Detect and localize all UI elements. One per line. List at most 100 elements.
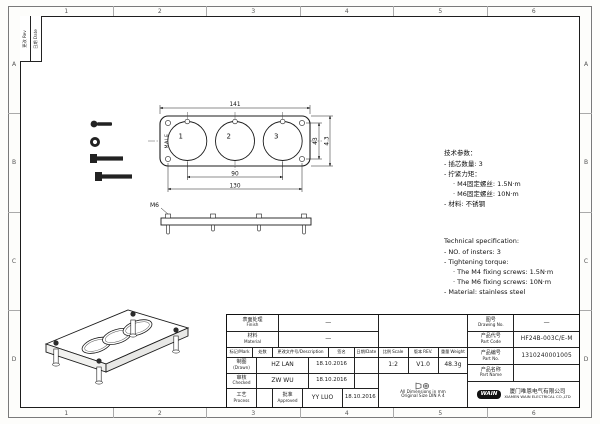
grid-col-label: 4	[301, 408, 394, 418]
projection-symbol-icon	[415, 382, 429, 390]
svg-text:4.3: 4.3	[325, 136, 331, 146]
grid-col-label: 5	[394, 408, 488, 418]
rev-label-cn: 版本	[413, 349, 423, 355]
process-label-en: Process	[233, 397, 250, 403]
front-view: 1 2 3 MALE 141 90	[148, 102, 333, 192]
grid-col-label: 6	[531, 409, 536, 417]
material-label-cn: 材料	[247, 333, 258, 340]
grid-ref-left: A B C D	[8, 16, 20, 408]
grid-row-label: B	[580, 114, 592, 213]
title-block: 表面处理 Finish — 材料 Material — 标记/Mark 处数 更…	[226, 314, 580, 408]
grid-row-label: A	[8, 16, 20, 115]
grid-col-label: 6	[531, 7, 536, 15]
standoff-post	[172, 327, 180, 354]
rev-label-en: REV.	[423, 349, 433, 355]
side-studs	[166, 224, 306, 235]
washer-icon	[90, 137, 100, 147]
tech-spec-en-line: · The M4 fixing screws: 1.5N·m	[453, 268, 554, 277]
iso-insert-openings	[81, 319, 153, 354]
checked-label-cn: 审核	[236, 374, 247, 381]
approved-date: 18.10.2016	[344, 394, 376, 401]
drawn-name: HZ LAN	[257, 358, 309, 374]
revision-strip-label: 日期 Date	[33, 28, 38, 49]
grid-row-label: D	[11, 355, 17, 363]
part-no-value: 1310240001005	[514, 348, 579, 365]
m4-screw-icon	[90, 120, 112, 128]
part-name-label-cn: 产品名称	[480, 366, 501, 373]
tech-spec-en-line: - Material: stainless steel	[444, 288, 526, 297]
drawn-label-cn: 制图	[236, 359, 247, 366]
note-line-2: Original Size DIN A 4	[401, 393, 445, 399]
part-code-label: 产品代号 Part Code	[468, 331, 515, 349]
drawing-no-label-en: Drawing No.	[477, 322, 504, 328]
standoff-post	[95, 358, 103, 385]
finish-label-en: Finish	[246, 322, 259, 328]
approved-label: 批准 Approved	[273, 389, 303, 407]
title-block-left: 表面处理 Finish — 材料 Material — 标记/Mark 处数 更…	[227, 315, 379, 407]
fixing-hole	[299, 120, 305, 126]
weight-header: 重量 Weight	[438, 348, 468, 359]
process-label-cn: 工艺	[236, 392, 247, 399]
bolt-icon	[90, 154, 123, 163]
iso-corner-posts	[52, 311, 180, 385]
note-line-1: All Dimensions in mm	[400, 388, 446, 394]
svg-text:90: 90	[231, 172, 239, 178]
finish-label: 表面处理 Finish	[227, 315, 279, 332]
dim-overall-width: 141	[159, 102, 311, 114]
drawn-date: 18.10.2016	[309, 358, 355, 374]
tech-spec-cn-line: - 插芯数量: 3	[444, 160, 483, 169]
svg-text:43: 43	[313, 137, 319, 145]
part-name-value	[514, 365, 579, 382]
part-name-label-en: Part Name	[479, 372, 502, 378]
fixing-hole	[165, 156, 171, 162]
scale-label-cn: 比例	[382, 349, 392, 355]
company-name-cn: 厦门唯恩电气有限公司	[509, 389, 566, 396]
revision-strip-col: 日期 Date	[31, 16, 41, 61]
rev-header-mark: 标记/Mark	[227, 348, 253, 359]
dimensions-note: All Dimensions in mm Original Size DIN A…	[379, 374, 468, 407]
svg-text:141: 141	[229, 102, 240, 108]
rev-header-number: 处数	[253, 348, 273, 359]
rev-header-signature: 签名	[329, 348, 355, 359]
hardware-parts-view	[90, 120, 132, 181]
finish-label-cn: 表面处理	[242, 316, 263, 323]
standoff-post	[52, 340, 60, 367]
rev-header-description: 更改文件号/Description	[273, 348, 329, 359]
tech-spec-cn-line: - 材料: 不锈钢	[444, 200, 486, 209]
checked-label-en: Checked	[232, 380, 251, 386]
approved-label-cn: 批准	[282, 392, 293, 399]
title-block-middle: 比例 Scale 版本 REV. 重量 Weight 1:2 V1.0 48.3…	[378, 315, 469, 407]
gender-label: MALE	[164, 134, 170, 149]
empty-cell	[257, 389, 273, 407]
tech-spec-cn-line: · M4固定螺丝: 1.5N·m	[453, 180, 521, 189]
material-label: 材料 Material	[227, 331, 279, 349]
drawn-label-en: (Drawn)	[233, 364, 250, 370]
side-view: M6	[150, 202, 312, 235]
empty-cell	[378, 315, 468, 349]
thread-label: M6	[150, 202, 159, 209]
checked-label: 审核 Checked	[227, 373, 257, 390]
dim-insert-span: 90	[187, 162, 283, 180]
grid-col-label: 5	[394, 6, 488, 16]
grid-col-label: 1	[20, 6, 114, 16]
isometric-view	[44, 309, 190, 385]
grid-col-label: 2	[114, 408, 207, 418]
drawing-no-label-cn: 图号	[485, 316, 496, 323]
part-no-label-en: Part No.	[482, 355, 500, 361]
grid-ref-right: A B C D	[580, 16, 592, 408]
tech-spec-en-line: - NO. of insters: 3	[444, 248, 501, 257]
grid-row-label: D	[583, 355, 589, 363]
insert-2: 2	[215, 112, 255, 170]
empty-cell	[355, 374, 378, 390]
grid-row-label: B	[8, 114, 20, 213]
fixing-hole	[165, 120, 171, 126]
standoff-post	[129, 311, 137, 338]
part-code-label-cn: 产品代号	[480, 333, 501, 340]
dim-hole-dia: 4.3	[311, 115, 333, 167]
scale-value: 1:2	[378, 358, 409, 374]
scale-header: 比例 Scale	[378, 348, 409, 359]
grid-ref-top: 1 2 3 4 5 6	[20, 6, 580, 16]
scale-label-en: Scale	[392, 349, 404, 355]
tech-spec-en-line: - Tightening torque:	[444, 258, 509, 267]
checked-name: ZW WU	[257, 373, 309, 390]
